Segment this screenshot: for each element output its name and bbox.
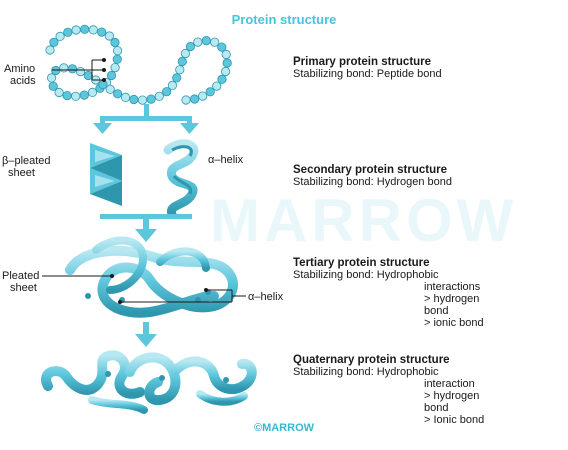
- amino-acid-bead: [71, 91, 81, 101]
- alpha-helix-label: α–helix: [208, 154, 244, 166]
- amino-acid-bead: [221, 49, 231, 60]
- footer-copyright: ©MARROW: [253, 422, 315, 434]
- amino-acid-bead: [137, 95, 148, 105]
- primary-structure-heading: Primary protein structure: [293, 56, 432, 68]
- amino-acid-bead: [46, 73, 57, 83]
- amino-acid-bead: [217, 42, 227, 52]
- amino-acid-bead: [177, 56, 187, 67]
- tertiary-structure-description: Tertiary protein structure Stabilizing b…: [293, 257, 484, 329]
- pleated-sheet-label-line-1: Pleated: [2, 270, 40, 282]
- quaternary-structure-heading: Quaternary protein structure: [293, 354, 450, 366]
- amino-acid-bead: [162, 87, 172, 97]
- beta-pleated-sheet: [90, 143, 122, 206]
- amino-acid-bead: [71, 25, 81, 35]
- amino-acid-bead: [80, 24, 90, 34]
- primary-structure-bond: Stabilizing bond: Peptide bond: [293, 68, 442, 80]
- amino-acids-label-line-2: acids: [10, 75, 36, 87]
- watermark-text: MARROW: [210, 187, 518, 254]
- tertiary-structure-heading: Tertiary protein structure: [293, 257, 430, 269]
- amino-acid-bead: [201, 35, 211, 46]
- amino-acid-bead: [167, 80, 177, 91]
- tertiary-to-quaternary-arrow: [135, 322, 157, 347]
- merge-arrow: [100, 214, 192, 242]
- tertiary-alpha-helix-label: α–helix: [248, 291, 284, 303]
- amino-acid-bead: [88, 25, 98, 35]
- amino-acid-bead: [210, 37, 220, 47]
- amino-acid-bead: [54, 87, 64, 98]
- amino-acid-bead: [67, 64, 78, 74]
- amino-acid-bead: [62, 91, 72, 101]
- amino-acid-bead: [55, 31, 65, 42]
- amino-acid-bead: [221, 66, 231, 77]
- quaternary-structure-bond: Stabilizing bond: Hydrophobic: [293, 366, 439, 378]
- amino-acid-bead: [45, 45, 55, 55]
- amino-acid-bead: [193, 37, 203, 47]
- amino-acid-bead: [198, 91, 208, 101]
- amino-acid-bead: [104, 31, 115, 41]
- tertiary-structure-bond-line-2: interactions: [424, 281, 481, 293]
- amino-acid-bead: [217, 74, 227, 84]
- amino-acid-bead: [175, 65, 185, 75]
- amino-acid-bead: [212, 81, 222, 91]
- secondary-structure-description: Secondary protein structure Stabilizing …: [293, 164, 452, 188]
- amino-acid-bead: [113, 46, 123, 56]
- tertiary-structure-bond-line-4: bond: [424, 305, 449, 317]
- split-arrow: [93, 104, 199, 134]
- amino-acid-bead: [63, 27, 73, 37]
- amino-acid-bead: [222, 58, 232, 68]
- quaternary-structure-bond-line-4: bond: [424, 402, 449, 414]
- amino-acid-bead: [205, 87, 215, 97]
- pleated-sheet-label-line-2: sheet: [10, 282, 37, 294]
- amino-acid-bead: [79, 90, 89, 100]
- amino-acid-chain: [45, 24, 232, 105]
- beta-sheet-label-line-1: β–pleated: [2, 155, 51, 167]
- pleated-sheet-label: Pleated sheet: [2, 270, 39, 294]
- amino-acid-bead: [110, 62, 120, 73]
- amino-acid-bead: [105, 84, 115, 94]
- amino-acid-bead: [97, 27, 107, 37]
- quaternary-structure-bond-line-5: > Ionic bond: [424, 414, 485, 426]
- amino-acid-bead: [83, 70, 93, 81]
- quaternary-structure-bond-line-3: > hydrogen: [424, 390, 480, 402]
- amino-acid-bead: [49, 37, 59, 47]
- amino-acid-bead: [87, 87, 98, 98]
- quaternary-structure-bond-line-2: interaction: [424, 378, 475, 390]
- amino-acid-bead: [113, 89, 123, 99]
- tertiary-helix-pointer: [120, 289, 246, 303]
- amino-acid-bead: [120, 92, 131, 103]
- amino-acid-bead: [48, 81, 58, 91]
- tertiary-protein: [65, 236, 238, 318]
- beta-sheet-label-line-2: sheet: [8, 167, 35, 179]
- amino-acids-label-line-1: Amino: [4, 63, 36, 75]
- amino-acid-bead: [110, 37, 120, 48]
- alpha-helix: [163, 139, 199, 219]
- amino-acid-bead: [172, 73, 182, 83]
- tertiary-structure-bond-line-3: > hydrogen: [424, 293, 480, 305]
- tertiary-structure-bond: Stabilizing bond: Hydrophobic: [293, 269, 439, 281]
- amino-acid-bead: [106, 70, 117, 81]
- amino-acid-bead: [154, 91, 164, 101]
- diagram-title: Protein structure: [231, 12, 337, 27]
- amino-acid-bead: [180, 48, 190, 59]
- secondary-structure-bond: Stabilizing bond: Hydrogen bond: [293, 176, 453, 188]
- amino-acid-bead: [59, 63, 69, 73]
- beta-sheet-label: β–pleated sheet: [2, 155, 51, 179]
- quaternary-structure-description: Quaternary protein structure Stabilizing…: [293, 354, 484, 426]
- primary-structure-description: Primary protein structure Stabilizing bo…: [293, 56, 442, 80]
- amino-acid-bead: [185, 41, 195, 52]
- amino-acid-bead: [129, 94, 139, 105]
- amino-acid-bead: [75, 67, 86, 77]
- amino-acid-bead: [181, 95, 191, 105]
- amino-acids-label: Amino acids: [4, 63, 36, 87]
- tertiary-structure-bond-line-5: > ionic bond: [424, 317, 484, 329]
- secondary-structure-heading: Secondary protein structure: [293, 164, 448, 176]
- quaternary-protein: [41, 350, 257, 414]
- amino-acid-bead: [146, 94, 156, 104]
- amino-acid-bead: [190, 94, 200, 104]
- amino-acid-bead: [112, 54, 122, 64]
